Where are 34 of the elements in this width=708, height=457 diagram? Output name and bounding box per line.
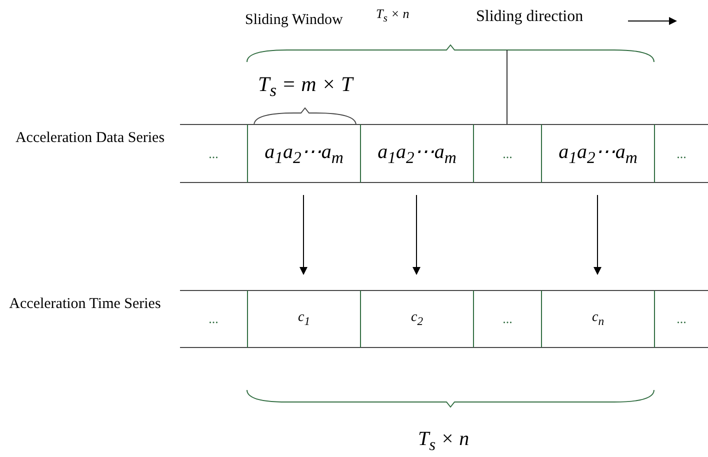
formula-label: T$_{s}$ × n: [418, 428, 470, 455]
series-cell: [654, 124, 708, 183]
series-value: c$_{1}$: [298, 310, 310, 328]
series-cell: [360, 290, 473, 348]
series-cell: [541, 124, 654, 183]
row-label: Acceleration Data Series: [15, 130, 165, 147]
ellipsis: ...: [676, 146, 686, 162]
vector-sequence: a$_{1}$a$_{2}$⋯a$_{m}$: [558, 140, 638, 168]
series-value: c$_{n}$: [592, 310, 604, 328]
ellipsis: ...: [502, 146, 512, 162]
arrow: [594, 194, 602, 275]
row-label: Acceleration Time Series: [8, 296, 162, 313]
series-cell: [247, 124, 360, 183]
arrow: [300, 194, 308, 275]
ellipsis: ...: [208, 311, 218, 327]
series-cell: [360, 124, 473, 183]
series-value: c$_{2}$: [410, 310, 424, 328]
direction-label: Sliding direction: [476, 8, 584, 26]
vector-sequence: a$_{1}$a$_{2}$⋯a$_{m}$: [378, 140, 456, 168]
arrow: [412, 194, 420, 275]
vector-sequence: a$_{1}$a$_{2}$⋯a$_{m}$: [264, 140, 344, 168]
series-cell: [541, 290, 654, 348]
ellipsis: ...: [502, 311, 512, 327]
window-label: Sliding Window: [245, 12, 343, 29]
series-cell: [180, 290, 247, 348]
series-cell: [180, 124, 247, 183]
series-cell: [473, 124, 541, 183]
ellipsis: ...: [676, 311, 686, 327]
ellipsis: ...: [208, 146, 218, 162]
formula-label: T$_{s}$ = m × T: [258, 72, 353, 102]
formula-label: T$_{s}$ × n: [376, 6, 410, 25]
series-cell: [247, 290, 360, 348]
series-cell: [654, 290, 708, 348]
series-cell: [473, 290, 541, 348]
